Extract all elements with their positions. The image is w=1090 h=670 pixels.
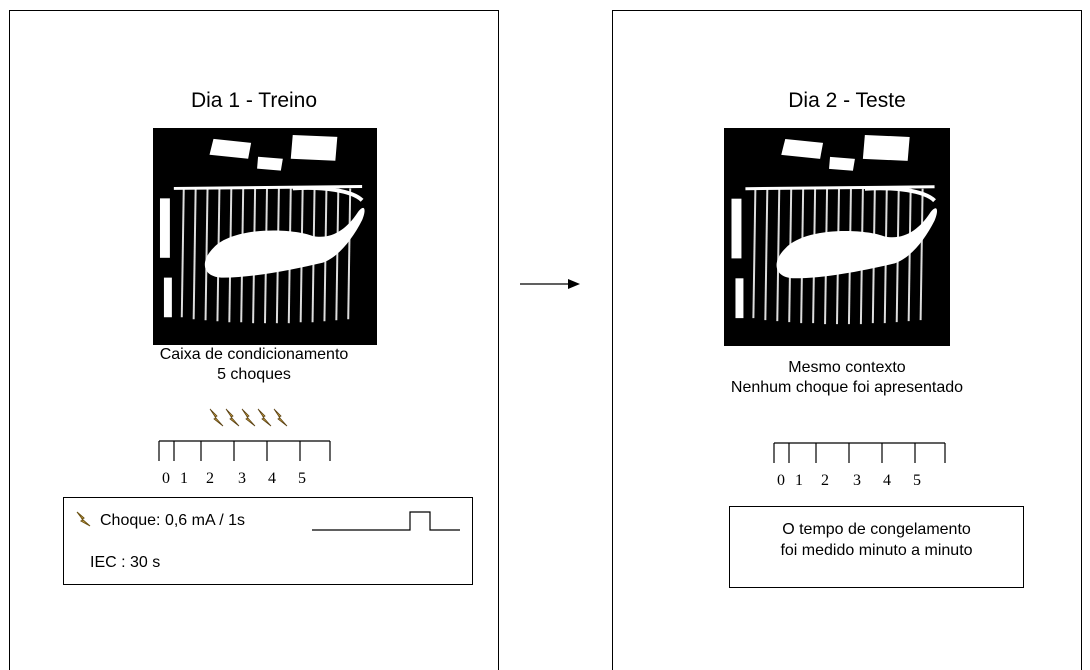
note-line-2: foi medido minuto a minuto bbox=[730, 540, 1023, 561]
panel-day1-title: Dia 1 - Treino bbox=[10, 89, 498, 113]
timeline-day1-tick-label: 3 bbox=[238, 470, 246, 487]
measurement-note-box: O tempo de congelamento foi medido minut… bbox=[729, 506, 1024, 588]
lightning-bolt-icon bbox=[74, 510, 94, 530]
lightning-bolt-icon bbox=[242, 409, 255, 426]
caption-line-1: Caixa de condicionamento bbox=[10, 345, 498, 365]
lightning-bolt-icon bbox=[258, 409, 271, 426]
caption-line-2: 5 choques bbox=[10, 365, 498, 385]
iec-interval: IEC : 30 s bbox=[90, 554, 160, 572]
timeline-day2-tick-label: 4 bbox=[883, 472, 891, 489]
panel-day1-training: Dia 1 - Treino Caixa de condicionamento … bbox=[9, 10, 499, 670]
caption-line-2: Nenhum choque foi apresentado bbox=[613, 378, 1081, 398]
panel-day1-caption: Caixa de condicionamento 5 choques bbox=[10, 345, 498, 385]
lightning-bolt-icon bbox=[210, 409, 223, 426]
panel-day2-title: Dia 2 - Teste bbox=[613, 89, 1081, 113]
protocol-box: Choque: 0,6 mA / 1s IEC : 30 s bbox=[63, 497, 473, 585]
timeline-day2-tick-label: 1 bbox=[795, 472, 803, 489]
timeline-day1-tick-label: 2 bbox=[206, 470, 214, 487]
panel-day2-caption: Mesmo contexto Nenhum choque foi apresen… bbox=[613, 358, 1081, 398]
timeline-day1-tick-label: 5 bbox=[298, 470, 306, 487]
arrow-right-icon bbox=[518, 274, 584, 294]
lightning-bolt-icon bbox=[226, 409, 239, 426]
conditioning-chamber-photo bbox=[153, 128, 377, 345]
timeline-day1-tick-label: 0 bbox=[162, 470, 170, 487]
timeline-day2-tick-label: 0 bbox=[777, 472, 785, 489]
timeline-day1-tick-label: 4 bbox=[268, 470, 276, 487]
shock-bolts bbox=[206, 407, 296, 429]
note-line-1: O tempo de congelamento bbox=[730, 519, 1023, 540]
test-chamber-photo bbox=[724, 128, 950, 346]
timeline-day2-tick-label: 5 bbox=[913, 472, 921, 489]
shock-parameters: Choque: 0,6 mA / 1s bbox=[100, 512, 245, 530]
timeline-day2-tick-label: 2 bbox=[821, 472, 829, 489]
timeline-day2-tick-label: 3 bbox=[853, 472, 861, 489]
panel-day2-test: Dia 2 - Teste Mesmo contexto Nenhum choq… bbox=[612, 10, 1082, 670]
measurement-note: O tempo de congelamento foi medido minut… bbox=[730, 507, 1023, 561]
lightning-bolt-icon bbox=[274, 409, 287, 426]
caption-line-1: Mesmo contexto bbox=[613, 358, 1081, 378]
timeline-day1-tick-label: 1 bbox=[180, 470, 188, 487]
shock-pulse-waveform bbox=[312, 508, 462, 532]
